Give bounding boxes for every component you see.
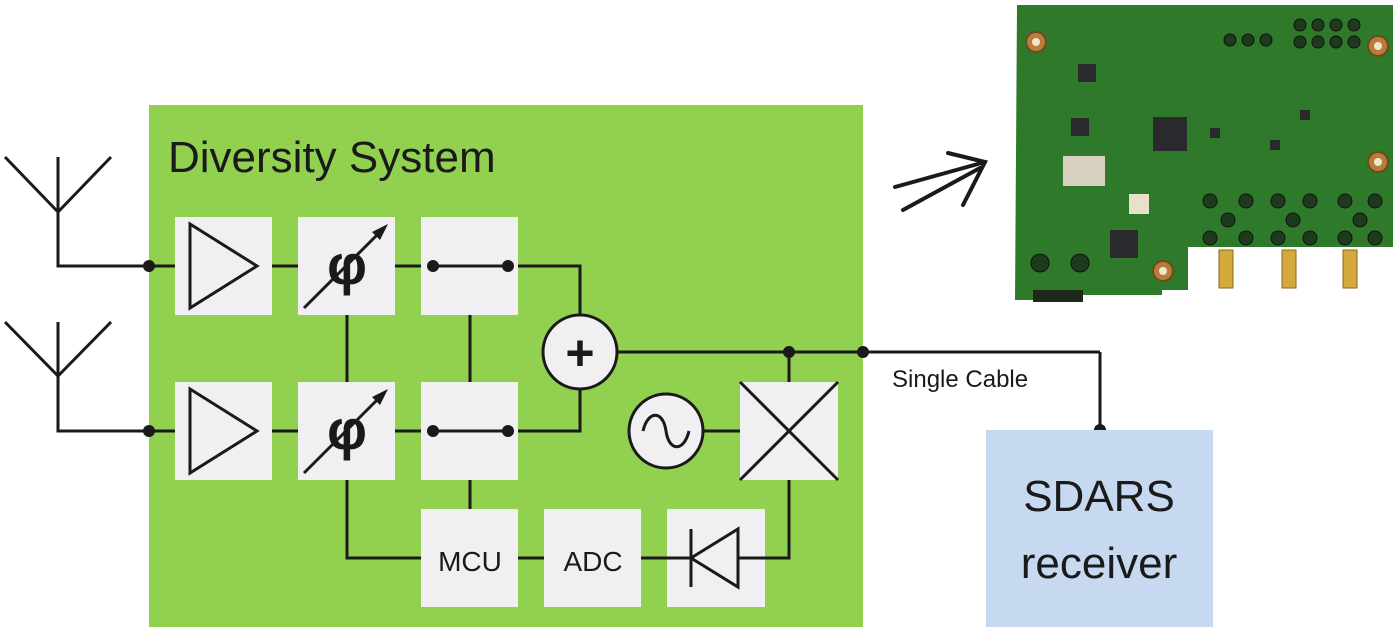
mcu-block: MCU [421,509,518,607]
amplifier-block-2 [175,382,272,480]
mixer-block [738,380,840,482]
amplifier-icon [188,386,260,476]
antenna-icon [3,155,149,268]
sdars-receiver-block: SDARS receiver [986,430,1213,627]
pcb-chips [1071,64,1310,258]
sine-wave-icon [641,413,691,449]
combiner: + [541,313,619,391]
adc-label: ADC [563,546,622,577]
mcu-label: MCU [438,546,502,577]
implies-arrow-icon [893,151,988,212]
cable-label: Single Cable [892,366,1028,393]
switch-block-2 [421,382,518,480]
amplifier-block-1 [175,217,272,315]
sma-connectors [1218,249,1358,289]
detector-block [667,509,765,607]
switch-block-1 [421,217,518,315]
oscillator [627,392,705,470]
system-title: Diversity System [168,133,496,182]
receiver-label-line2: receiver [1021,539,1178,588]
adc-block: ADC [544,509,641,607]
pcb-photo [1015,5,1393,302]
plus-icon: + [565,325,594,381]
crystal-oscillator [1063,156,1105,186]
phase-shifter-block-2: φ [298,382,395,480]
diode-icon [667,526,765,590]
variable-arrow-icon [302,232,380,310]
receiver-label-line1: SDARS [1023,472,1175,521]
variable-arrow-icon [302,397,380,475]
antenna-icon [3,320,149,433]
amplifier-icon [188,221,260,311]
phase-shifter-block-1: φ [298,217,395,315]
